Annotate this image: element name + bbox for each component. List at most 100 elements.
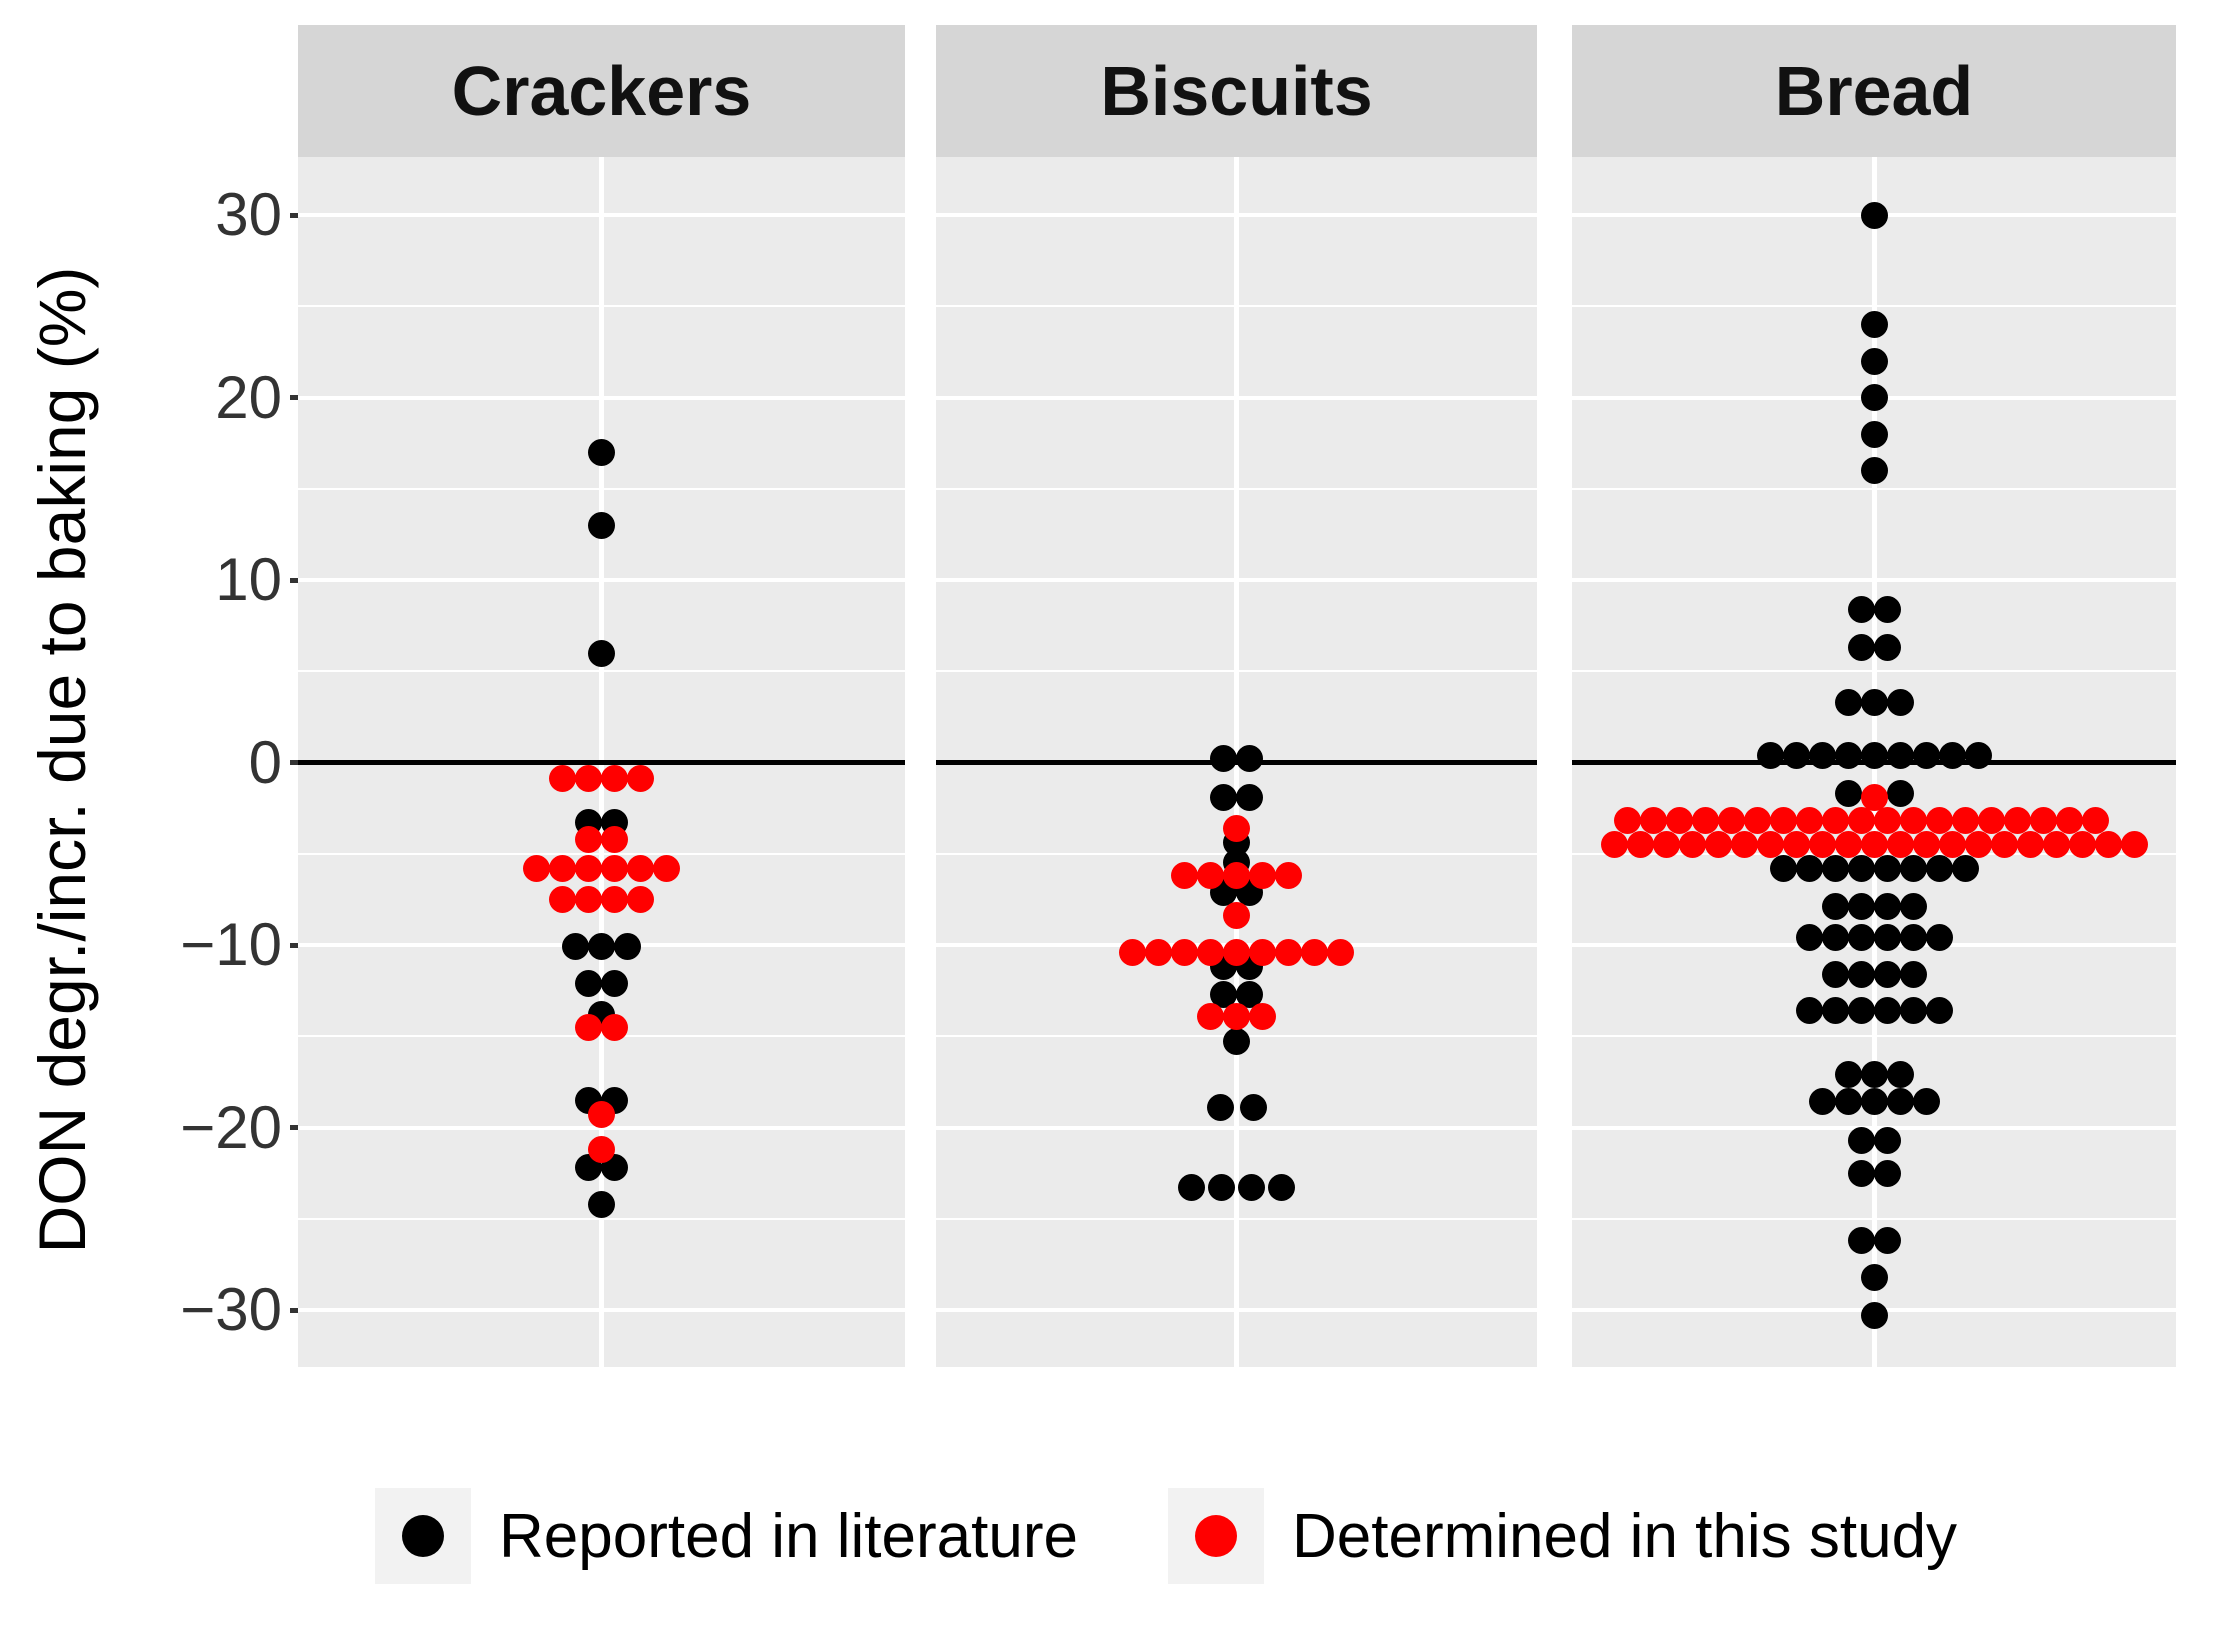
data-point-black [1899,893,1927,921]
facet-label: Crackers [451,52,752,130]
data-point-black [1860,1301,1888,1329]
data-point-black [1886,741,1914,769]
data-point-black [1860,384,1888,411]
data-point-black [588,639,615,667]
data-point-red [1327,938,1354,966]
data-point-red [575,885,602,913]
legend-key-literature [375,1488,471,1584]
data-point-red [2016,831,2044,859]
data-point-black [1210,783,1237,811]
data-point-black [601,969,628,997]
data-point-red [1171,938,1198,966]
y-tick-label: −30 [180,1276,282,1343]
data-point-black [1847,997,1875,1025]
data-point-red [1977,807,2005,835]
data-point-black [1808,741,1836,769]
legend-label-literature: Reported in literature [499,1501,1078,1571]
data-point-black [1873,634,1901,662]
data-point-red [575,1013,602,1041]
facet-label: Bread [1774,52,1974,130]
data-point-red [1665,807,1693,835]
data-point-black [1847,893,1875,921]
data-point-black [1821,924,1849,952]
y-tick-label: 0 [248,728,282,796]
data-point-black [1238,1174,1265,1202]
data-point-black [1821,854,1849,882]
data-point-red [1925,807,1953,835]
data-point-red [1860,783,1888,811]
data-point-black [588,1190,615,1218]
data-point-red [1912,831,1940,859]
data-point-black [1769,854,1797,882]
data-point-black [1223,1028,1250,1056]
data-point-red [1145,938,1172,966]
data-point-red [2081,807,2109,835]
data-point-red [601,885,628,913]
data-point-red [1652,831,1680,859]
data-point-black [1847,634,1875,662]
data-point-red [627,765,654,793]
data-point-black [1873,1227,1901,1255]
data-point-red [1834,831,1862,859]
data-point-black [1821,893,1849,921]
data-point-black [1206,1093,1234,1121]
data-point-red [1990,831,2018,859]
y-tick-label: −20 [180,1093,282,1161]
data-point-red [1769,807,1797,835]
data-point-black [1873,924,1901,952]
data-point-black [1756,741,1784,769]
y-tick-label: −10 [180,911,282,978]
data-point-red [1197,1002,1224,1030]
panel-bread [1572,157,2176,1367]
data-point-black [1268,1174,1295,1202]
data-point-red [1171,862,1198,890]
data-point-black [1886,1061,1914,1089]
data-point-red [1899,807,1927,835]
data-point-black [1847,854,1875,882]
data-point-black [1899,997,1927,1025]
y-tick-label: 30 [215,181,282,248]
data-point-black [1860,347,1888,375]
data-point-black [1860,311,1888,338]
data-point-black [1847,595,1875,623]
data-point-red [588,1135,615,1163]
data-point-black [1834,1061,1862,1089]
data-point-black [1860,420,1888,448]
data-point-black [1210,745,1237,773]
data-point-red [1847,807,1875,835]
data-point-black [1925,924,1953,952]
data-point-red [1821,807,1849,835]
data-point-black [1860,201,1888,229]
data-point-black [1860,741,1888,769]
data-point-red [2094,831,2122,859]
data-point-red [1743,807,1771,835]
data-point-black [1925,854,1953,882]
data-point-red [1704,831,1732,859]
legend: Reported in literature Determined in thi… [375,1488,1957,1584]
facet-strip-crackers: Crackers [298,25,905,157]
data-point-black [1860,1088,1888,1116]
data-point-black [1886,780,1914,808]
facet-strip-bread: Bread [1572,25,2176,157]
data-point-red [523,854,550,882]
data-point-red [1223,862,1250,890]
data-point-red [1756,831,1784,859]
data-point-black [1834,780,1862,808]
data-point-black [1847,1159,1875,1187]
data-point-red [1249,1002,1276,1030]
data-point-red [1964,831,1992,859]
data-point-red [1119,938,1146,966]
data-point-red [1730,831,1758,859]
data-point-red [627,854,654,882]
data-point-red [1873,807,1901,835]
data-point-red [2029,807,2057,835]
data-point-black [1795,997,1823,1025]
data-point-black [1860,688,1888,716]
data-point-red [1600,831,1628,859]
data-point-red [1197,862,1224,890]
y-tick-label: 10 [215,546,282,613]
data-point-black [1873,997,1901,1025]
data-point-black [1821,997,1849,1025]
zero-line [298,760,905,765]
data-point-red [1275,862,1302,890]
